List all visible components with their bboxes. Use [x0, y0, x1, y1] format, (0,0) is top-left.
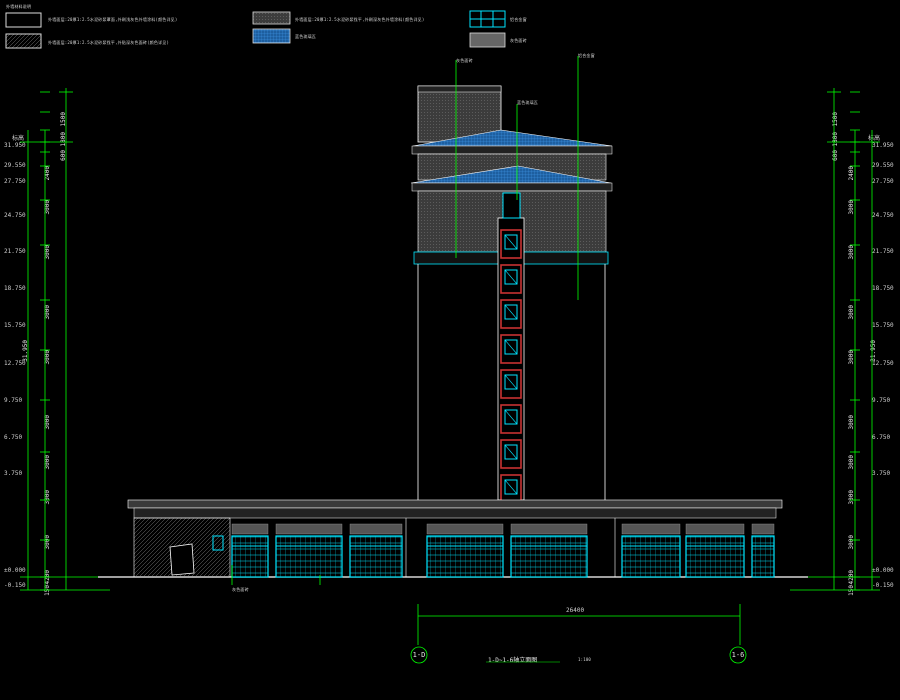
- legend-swatch-window: [469, 10, 506, 28]
- podium-small-window: [212, 535, 224, 551]
- right-level-12: -0.150: [872, 582, 894, 589]
- legend-item-3: 外墙面层:20厚1:2.5水泥砂浆找平,外刷深灰色外墙涂料(颜色详见): [295, 17, 425, 22]
- legend-swatch-hatch: [5, 33, 42, 49]
- shopfront-bay: [510, 523, 588, 578]
- left-level-header: 标高: [12, 135, 25, 142]
- shopfront-bay: [685, 523, 745, 578]
- left-level-12: -0.150: [4, 582, 26, 589]
- left-level-3: 24.750: [4, 212, 26, 219]
- stair-windows: [500, 229, 522, 504]
- left-level-6: 15.750: [4, 322, 26, 329]
- podium-entry-door: [169, 543, 195, 576]
- left-level-10: 3.750: [4, 470, 23, 477]
- left-level-9: 6.750: [4, 434, 23, 441]
- grid-label-left: 1-D: [412, 651, 426, 659]
- right-level-3: 24.750: [872, 212, 894, 219]
- stair-window: [500, 229, 522, 259]
- stair-window: [500, 369, 522, 399]
- left-dimension-chain: [20, 88, 110, 591]
- stair-window: [500, 404, 522, 434]
- leader-note-2: 蓝色琉璃瓦: [517, 100, 538, 105]
- drawing-scale: 1:100: [578, 657, 592, 662]
- right-level-9: 6.750: [872, 434, 891, 441]
- right-level-header: 标高: [868, 135, 881, 142]
- grid-bubble-left: [410, 646, 428, 664]
- shopfront-bay: [349, 523, 403, 578]
- right-level-8: 9.750: [872, 397, 891, 404]
- legend-item-1: 外墙面层:20厚1:2.5水泥砂浆罩面,外刷浅灰色外墙涂料(颜色详见): [48, 17, 178, 22]
- stair-window: [500, 474, 522, 504]
- legend-swatch-tile: [252, 11, 291, 25]
- legend-item-2: 外墙面层:20厚1:2.5水泥砂浆找平,外贴深灰色面砖(颜色详见): [48, 40, 170, 45]
- stair-window: [500, 439, 522, 469]
- right-level-7: 12.750: [872, 360, 894, 367]
- overall-dimension: [410, 604, 747, 664]
- shopfront-bay: [751, 523, 775, 578]
- left-level-11: ±0.000: [4, 567, 26, 574]
- stair-window: [500, 264, 522, 294]
- leader-lines: [231, 56, 579, 585]
- stair-top-window: [502, 192, 521, 219]
- leader-note-3: 铝合金窗: [578, 53, 595, 58]
- leader-note-1: 灰色面砖: [456, 58, 473, 63]
- left-level-1: 29.550: [4, 162, 26, 169]
- legend-swatch-grey: [469, 32, 506, 48]
- right-level-11: ±0.000: [872, 567, 894, 574]
- left-level-4: 21.750: [4, 248, 26, 255]
- right-dimension-chain: [790, 88, 880, 591]
- shopfronts: [231, 523, 775, 578]
- overall-dim-label: 26400: [566, 607, 585, 614]
- left-level-5: 18.750: [4, 285, 26, 292]
- grid-label-right: 1-6: [731, 651, 745, 659]
- left-level-8: 9.750: [4, 397, 23, 404]
- left-level-2: 27.750: [4, 178, 26, 185]
- shopfront-bay: [231, 523, 269, 578]
- legend-item-5: 铝合金窗: [510, 17, 527, 22]
- stair-window: [500, 334, 522, 364]
- podium-parapet: [127, 499, 783, 509]
- stair-window: [500, 299, 522, 329]
- right-level-6: 15.750: [872, 322, 894, 329]
- legend-item-6: 灰色面砖: [510, 38, 527, 43]
- leader-note-4: 灰色面砖: [232, 587, 249, 592]
- legend-swatch-blue: [252, 28, 291, 44]
- shopfront-bay: [621, 523, 681, 578]
- grid-bubble-right: [729, 646, 747, 664]
- shopfront-bay: [275, 523, 343, 578]
- legend-swatch-plain: [5, 12, 42, 28]
- right-level-4: 21.750: [872, 248, 894, 255]
- left-level-0: 31.950: [4, 142, 26, 149]
- legend-title: 外墙材料说明: [6, 4, 32, 9]
- left-level-7: 12.750: [4, 360, 26, 367]
- right-level-2: 27.750: [872, 178, 894, 185]
- legend-item-4: 蓝色琉璃瓦: [295, 34, 316, 39]
- shopfront-bay: [426, 523, 504, 578]
- drawing-title: 1-D~1-6轴立面图: [488, 657, 538, 664]
- right-level-0: 31.950: [872, 142, 894, 149]
- right-level-1: 29.550: [872, 162, 894, 169]
- right-level-5: 18.750: [872, 285, 894, 292]
- right-level-10: 3.750: [872, 470, 891, 477]
